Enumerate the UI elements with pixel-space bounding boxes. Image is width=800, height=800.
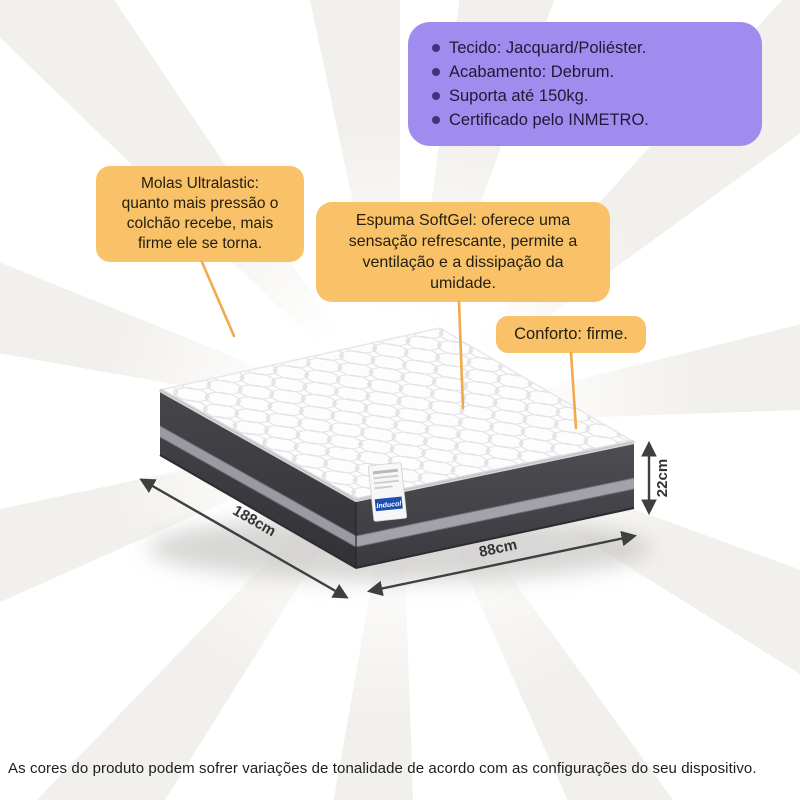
- features-list: Tecido: Jacquard/Poliéster. Acabamento: …: [430, 36, 740, 132]
- bullet-icon: [432, 92, 440, 100]
- callout-molas-text: Molas Ultralastic: quanto mais pressão o…: [121, 175, 279, 252]
- callout-molas: Molas Ultralastic: quanto mais pressão o…: [96, 166, 304, 262]
- stripe-band-front: [356, 478, 634, 547]
- label-brand: Inducol: [376, 500, 403, 510]
- feature-item: Suporta até 150kg.: [430, 84, 740, 108]
- dim-width-arrow: [366, 530, 638, 597]
- feature-text: Tecido: Jacquard/Poliéster.: [449, 39, 647, 57]
- callout-espuma: Espuma SoftGel: oferece uma sensação ref…: [316, 202, 610, 302]
- dimension-lines: [139, 440, 657, 599]
- bullet-icon: [432, 68, 440, 76]
- callout-espuma-text: Espuma SoftGel: oferece uma sensação ref…: [348, 212, 578, 292]
- bullet-icon: [432, 44, 440, 52]
- feature-item: Acabamento: Debrum.: [430, 60, 740, 84]
- feature-text: Certificado pelo INMETRO.: [449, 111, 649, 129]
- feature-text: Suporta até 150kg.: [449, 87, 589, 105]
- feature-text: Acabamento: Debrum.: [449, 63, 615, 81]
- connector-conforto: [569, 351, 578, 430]
- feature-item: Tecido: Jacquard/Poliéster.: [430, 36, 740, 60]
- bullet-icon: [432, 116, 440, 124]
- feature-item: Certificado pelo INMETRO.: [430, 108, 740, 132]
- callout-conforto: Conforto: firme.: [496, 316, 646, 353]
- label-logo-box: [374, 496, 403, 512]
- dim-length-arrow: [139, 478, 349, 599]
- dim-height-label: 22cm: [654, 459, 671, 497]
- connector-espuma: [457, 300, 465, 410]
- features-panel: Tecido: Jacquard/Poliéster. Acabamento: …: [408, 22, 762, 146]
- disclaimer-text: As cores do produto podem sofrer variaçõ…: [8, 760, 757, 777]
- product-label: Inducol: [367, 462, 408, 522]
- connector-molas: [200, 260, 236, 338]
- callout-conforto-text: Conforto: firme.: [514, 325, 628, 343]
- top-tape-line: [159, 389, 635, 501]
- callout-connectors: [200, 260, 578, 430]
